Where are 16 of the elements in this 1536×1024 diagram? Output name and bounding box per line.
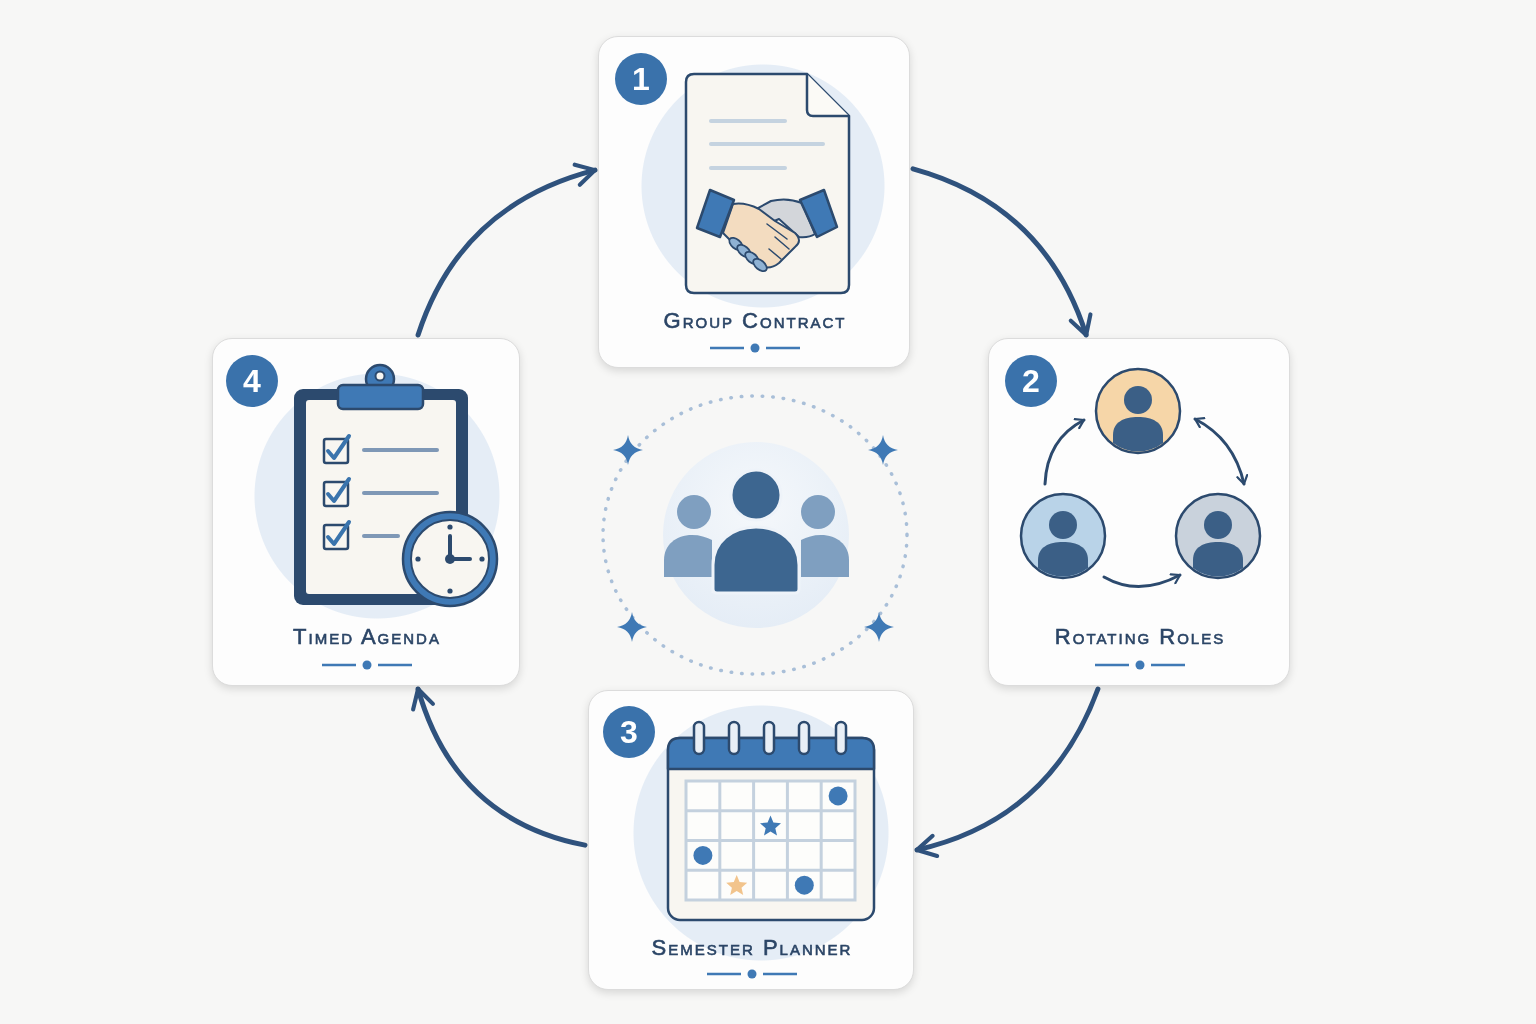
cycle-arrow	[415, 163, 598, 338]
card-title: Semester Planner	[651, 935, 853, 961]
card-title: Group Contract	[663, 308, 847, 334]
step-number: 3	[603, 706, 655, 758]
step-number: 4	[226, 355, 278, 407]
step-number: 1	[615, 53, 667, 105]
step-card	[988, 338, 1290, 686]
cycle-arrow	[914, 686, 1101, 858]
step-number: 2	[1005, 355, 1057, 407]
step-card	[598, 36, 910, 368]
step-card	[588, 690, 914, 990]
card-title: Timed Agenda	[293, 624, 441, 650]
cycle-arrow	[910, 166, 1092, 338]
step-card	[212, 338, 520, 686]
cycle-arrow	[411, 686, 588, 848]
card-title: Rotating Roles	[1054, 624, 1226, 650]
